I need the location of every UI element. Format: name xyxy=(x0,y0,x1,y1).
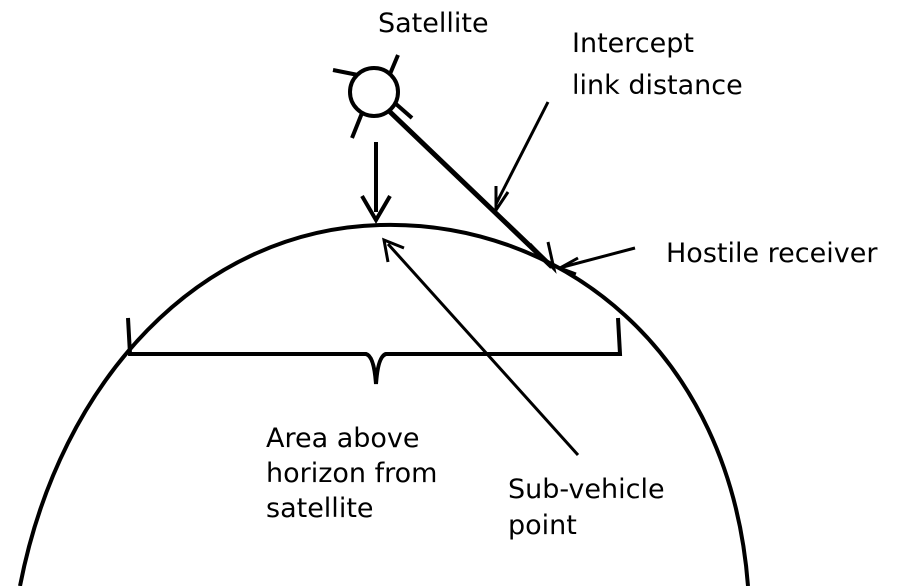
subvehicle-label-line2: point xyxy=(508,510,577,541)
area-label-line2: horizon from xyxy=(266,458,437,489)
area-label-line3: satellite xyxy=(266,493,374,524)
earth-surface-arc xyxy=(18,222,750,586)
subvehicle-label-line1: Sub-vehicle xyxy=(508,474,665,505)
nadir-arrow xyxy=(360,142,392,224)
intercept-label-leader xyxy=(494,101,550,215)
intercept-link-line xyxy=(386,108,557,274)
area-label-line1: Area above xyxy=(266,423,420,454)
subvehicle-leader xyxy=(382,237,580,457)
intercept-label-line1: Intercept xyxy=(572,28,694,59)
satellite-icon xyxy=(332,54,414,139)
satellite-label: Satellite xyxy=(378,8,489,39)
hostile-receiver-label: Hostile receiver xyxy=(666,238,878,269)
hostile-receiver-leader xyxy=(556,246,636,276)
horizon-area-brace xyxy=(126,317,623,385)
intercept-label-line2: link distance xyxy=(572,70,743,101)
